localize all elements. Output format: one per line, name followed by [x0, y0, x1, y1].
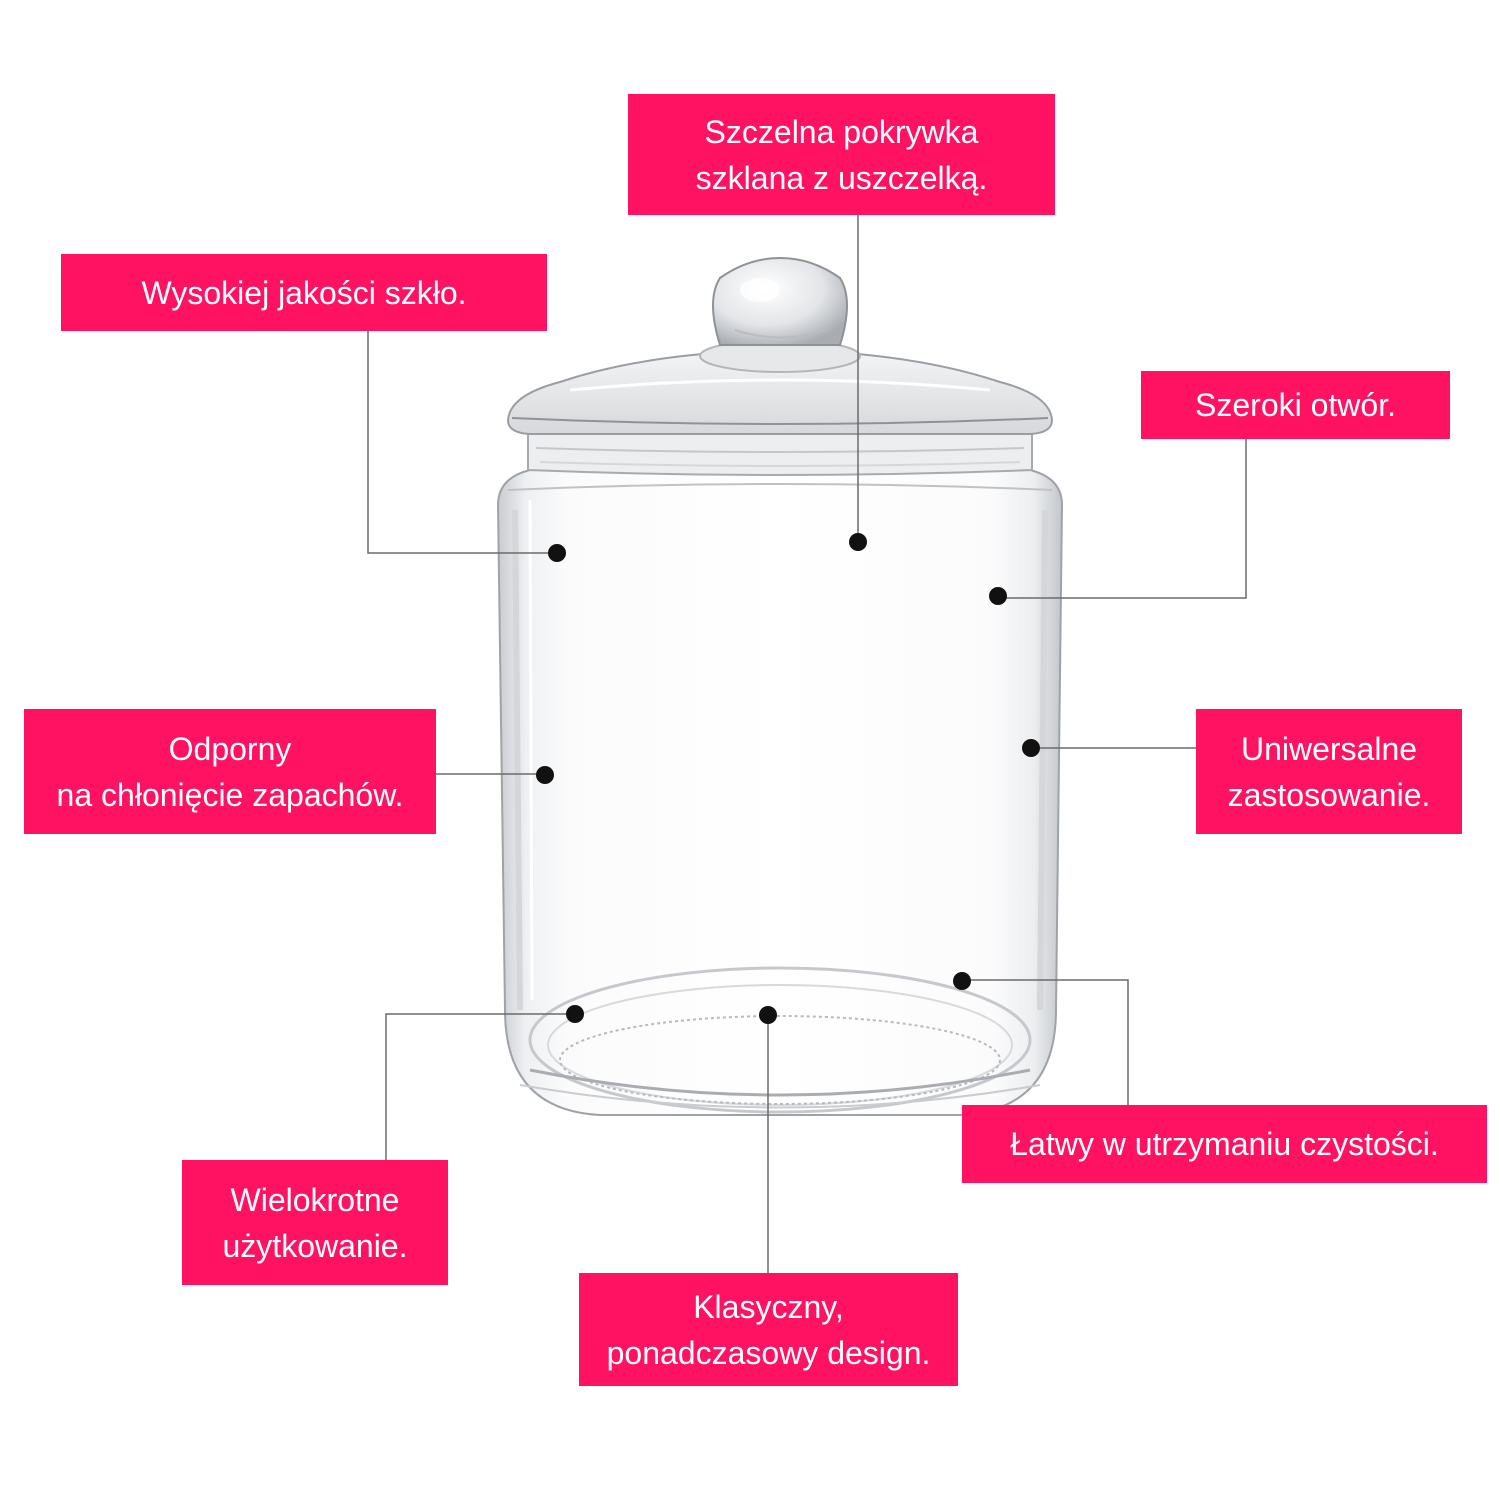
leader-line-glass	[367, 331, 556, 554]
callout-universal: Uniwersalne zastosowanie.	[1196, 709, 1462, 834]
callout-design-line-2: ponadczasowy design.	[606, 1334, 931, 1371]
marker-dot-lid	[849, 533, 867, 551]
callout-universal-line-1: Uniwersalne	[1240, 730, 1418, 767]
callout-design-line-1: Klasyczny,	[693, 1288, 844, 1325]
jar-neck	[527, 429, 1033, 476]
marker-dot-glass	[548, 544, 566, 562]
callout-odor-line-2: na chłonięcie zapachów.	[56, 776, 404, 813]
marker-dot-reusable	[566, 1005, 584, 1023]
leader-line-cleaning	[962, 979, 1129, 1105]
leader-line-reusable	[385, 1013, 575, 1160]
marker-dot-design	[759, 1006, 777, 1024]
callout-lid: Szczelna pokrywka szklana z uszczelką.	[628, 94, 1055, 215]
callout-lid-line-1: Szczelna pokrywka	[704, 113, 979, 150]
callout-cleaning-line-1: Łatwy w utrzymaniu czystości.	[1010, 1126, 1439, 1162]
leader-line-opening	[998, 439, 1247, 599]
jar-body	[496, 469, 1064, 1116]
lid-knob	[712, 256, 848, 346]
callout-lid-line-2: szklana z uszczelką.	[695, 159, 988, 196]
callout-glass-line-1: Wysokiej jakości szkło.	[141, 274, 467, 311]
callout-glass: Wysokiej jakości szkło.	[61, 254, 547, 331]
callout-reusable-line-2: użytkowanie.	[222, 1227, 408, 1264]
callout-cleaning: Łatwy w utrzymaniu czystości.	[962, 1105, 1487, 1183]
callout-opening: Szeroki otwór.	[1141, 371, 1450, 439]
callout-odor-line-1: Odporny	[168, 730, 292, 767]
marker-dot-universal	[1022, 739, 1040, 757]
callout-reusable: Wielokrotne użytkowanie.	[182, 1160, 448, 1285]
marker-dot-opening	[989, 587, 1007, 605]
marker-dot-odor	[536, 766, 554, 784]
callout-opening-line-1: Szeroki otwór.	[1195, 387, 1396, 423]
marker-dot-cleaning	[953, 972, 971, 990]
callout-universal-line-2: zastosowanie.	[1227, 776, 1431, 813]
callout-reusable-line-1: Wielokrotne	[230, 1181, 400, 1218]
jar-lid	[506, 339, 1054, 435]
callout-design: Klasyczny, ponadczasowy design.	[579, 1273, 958, 1386]
callout-odor: Odporny na chłonięcie zapachów.	[24, 709, 436, 834]
